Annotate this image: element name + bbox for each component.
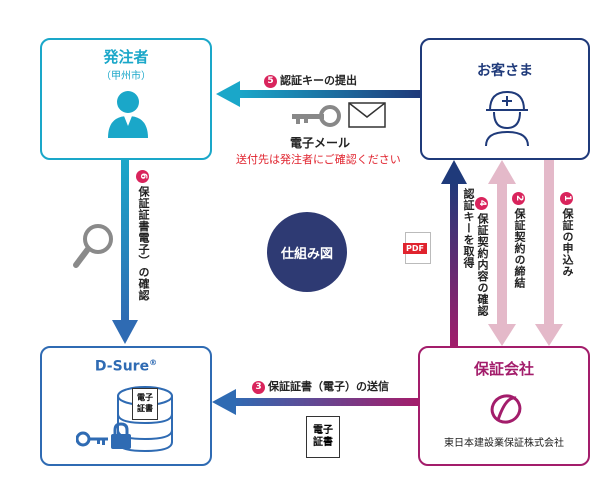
step-2-text: 保証契約の締結	[513, 208, 526, 289]
dsure-box: D-Sure® 電子 証書	[40, 346, 212, 466]
arrow-step-2	[488, 160, 516, 346]
step-4-number: 4	[475, 196, 488, 210]
step-3-text: 保証証書（電子）の送信	[268, 380, 389, 393]
customer-title: お客さま	[477, 63, 533, 79]
step-4-text: 保証契約内容の確認 認証キーを取得	[462, 188, 489, 317]
step-2-number: 2	[512, 192, 525, 205]
certificate-doc-icon: 電子 証書	[306, 416, 340, 458]
envelope-icon	[348, 102, 386, 128]
step-6-text: 保証証書電子）の確認	[137, 186, 150, 301]
step-2-label: 2 保証契約の締結	[512, 192, 526, 289]
key-icon	[292, 105, 341, 127]
arrow-step-6	[112, 160, 138, 344]
guarantor-title: 保証会社	[473, 360, 534, 378]
arrow-step-3	[212, 389, 418, 415]
pdf-label: PDF	[403, 243, 427, 254]
step-5-text: 認証キーの提出	[280, 74, 357, 87]
lock-icon	[111, 422, 131, 449]
dsure-title: D-Sure®	[42, 358, 210, 375]
ordering-party-title: 発注者	[103, 48, 149, 66]
guarantor-box: 保証会社 東日本建設業保証株式会社	[418, 346, 590, 466]
customer-box: お客さま	[420, 38, 590, 160]
step-1-label: 1 保証の申込み	[560, 192, 574, 277]
person-icon	[108, 91, 148, 138]
dsure-registered-mark: ®	[149, 358, 158, 367]
email-label: 電子メール	[290, 136, 351, 150]
arrow-step-5	[216, 81, 420, 107]
center-circle: 仕組み図	[267, 212, 347, 292]
step-1-text: 保証の申込み	[561, 208, 574, 277]
dsure-certificate-icon: 電子 証書	[132, 388, 158, 420]
arrow-step-1	[535, 160, 563, 346]
key-icon	[76, 431, 108, 447]
ordering-party-subtitle: （甲州市）	[101, 71, 151, 82]
step-6-label: 6 保証証書電子）の確認	[136, 170, 150, 301]
step-4-label: 4保証契約内容の確認 認証キーを取得	[462, 188, 502, 316]
company-logo-icon	[490, 394, 522, 424]
certificate-doc-label: 電子 証書	[313, 425, 333, 448]
dsure-title-text: D-Sure	[94, 358, 150, 375]
dsure-doc-label: 電子 証書	[137, 393, 153, 413]
worker-icon	[485, 90, 529, 147]
email-note: 送付先は発注者にご確認ください	[236, 153, 401, 166]
step-5-number: 5	[264, 74, 277, 88]
magnifier-icon	[73, 224, 113, 268]
center-label: 仕組み図	[280, 247, 333, 262]
guarantor-company-name: 東日本建設業保証株式会社	[444, 438, 564, 449]
pdf-icon: PDF	[403, 232, 431, 264]
step-3-number: 3	[252, 380, 265, 394]
arrow-step-4	[441, 160, 467, 348]
step-1-number: 1	[560, 192, 573, 205]
step-6-number: 6	[136, 170, 149, 183]
ordering-party-box: 発注者 （甲州市）	[40, 38, 212, 160]
